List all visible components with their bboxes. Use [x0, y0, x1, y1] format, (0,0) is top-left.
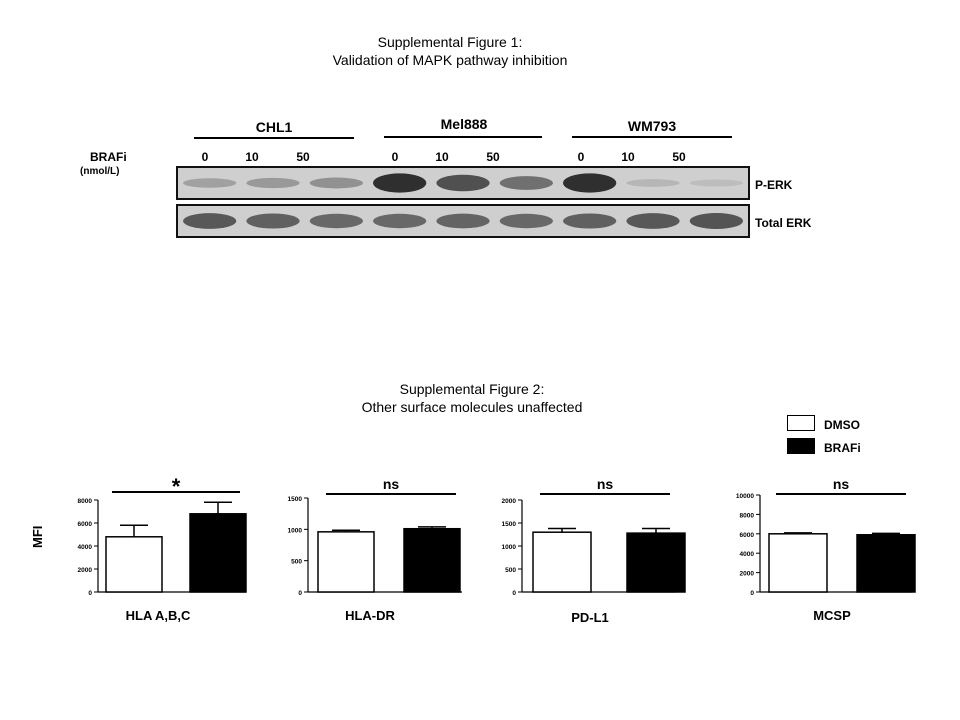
total-erk-band-2 — [309, 213, 363, 229]
chart-1-tick-label-1: 500 — [291, 559, 302, 566]
cell-line-rule-chl1 — [194, 137, 354, 139]
chart-2-tick-label-3: 1500 — [502, 521, 517, 528]
chart-1-tick-label-0: 0 — [298, 590, 302, 597]
p-erk-band-4 — [436, 174, 490, 192]
p-erk-band-1 — [246, 177, 300, 189]
chart-0-tick-label-0: 0 — [88, 590, 92, 597]
p-erk-band-5 — [499, 176, 553, 190]
chart-1-tick-label-2: 1000 — [288, 527, 303, 534]
total-erk-band-1 — [246, 213, 300, 229]
chart-3-bar-dmso — [768, 533, 828, 593]
p-erk-band-6 — [563, 173, 617, 193]
chart-2-tick-label-1: 500 — [505, 567, 516, 574]
dose-2-2: 50 — [672, 150, 686, 164]
total-erk-band-7 — [626, 213, 680, 229]
total-erk-band-3 — [373, 213, 427, 229]
p-erk-band-0 — [183, 178, 237, 188]
p-erk-band-8 — [689, 179, 743, 187]
chart-0-tick-label-4: 8000 — [78, 498, 93, 505]
chart-1-bar-brafi — [403, 527, 461, 593]
legend-label-brafi: BRAFi — [824, 441, 861, 455]
figure2-title-line1: Supplemental Figure 2: — [399, 381, 545, 397]
total-erk-band-6 — [563, 213, 617, 229]
chart-3-title: MCSP — [813, 608, 851, 623]
dose-2-1: 10 — [621, 150, 635, 164]
chart-3-tick-label-5: 10000 — [736, 493, 754, 500]
chart-0-bar-dmso — [105, 536, 163, 593]
blot-p-erk-bands — [183, 173, 743, 193]
legend-label-dmso: DMSO — [824, 418, 860, 432]
chart-1-sig-label: ns — [383, 476, 400, 492]
p-erk-band-2 — [309, 177, 363, 189]
cell-line-rule-mel888 — [384, 136, 542, 138]
chart-1-title: HLA-DR — [345, 608, 395, 623]
dose-label: BRAFi — [90, 150, 127, 164]
chart-3-tick-label-2: 4000 — [740, 551, 755, 558]
chart-3-bar-brafi — [856, 534, 916, 593]
dose-unit: (nmol/L) — [80, 166, 120, 177]
total-erk-band-8 — [689, 212, 743, 230]
dose-0-2: 50 — [296, 150, 310, 164]
dose-1-0: 0 — [391, 150, 399, 164]
bar-charts: 0 2000 4000 6000 8000 * HLA A,B,C 0 500 1000 1500 n… — [78, 474, 916, 625]
chart-3-tick-label-3: 6000 — [740, 532, 755, 539]
blot-row-label-p-erk: P-ERK — [755, 178, 793, 192]
chart-2-sig-label: ns — [597, 476, 614, 492]
cell-line-chl1: CHL1 — [255, 119, 293, 135]
figure1-title-line2: Validation of MAPK pathway inhibition — [332, 52, 568, 68]
chart-2-tick-label-0: 0 — [512, 590, 516, 597]
blot-row-label-total-erk: Total ERK — [755, 216, 812, 230]
legend-swatch-dmso — [787, 415, 815, 431]
dose-1-1: 10 — [435, 150, 449, 164]
dose-1-2: 50 — [486, 150, 500, 164]
figure1-title-line1: Supplemental Figure 1: — [377, 34, 523, 50]
chart-0-tick-label-1: 2000 — [78, 567, 93, 574]
p-erk-band-3 — [373, 173, 427, 193]
chart-3-tick-label-4: 8000 — [740, 512, 755, 519]
chart-1-bar-dmso — [317, 531, 375, 593]
chart-3-sig-label: ns — [833, 476, 850, 492]
blot-total-erk — [176, 204, 750, 238]
chart-3-tick-label-0: 0 — [750, 590, 754, 597]
chart-0: 0 2000 4000 6000 8000 * HLA A,B,C — [78, 474, 247, 623]
chart-2-tick-label-2: 1000 — [502, 544, 517, 551]
chart-0-tick-label-3: 6000 — [78, 521, 93, 528]
chart-3-tick-label-1: 2000 — [740, 571, 755, 578]
total-erk-band-4 — [436, 213, 490, 229]
blot-p-erk — [176, 166, 750, 200]
blot-total-erk-bands — [183, 212, 743, 230]
dose-0-0: 0 — [201, 150, 209, 164]
figure2-title-line2: Other surface molecules unaffected — [361, 399, 583, 415]
chart-0-sig-label: * — [172, 474, 181, 499]
chart-1-tick-label-3: 1500 — [288, 496, 303, 503]
total-erk-band-5 — [499, 213, 553, 229]
total-erk-band-0 — [183, 213, 237, 229]
chart-2-tick-label-4: 2000 — [502, 498, 517, 505]
dose-0-1: 10 — [245, 150, 259, 164]
cell-line-mel888: Mel888 — [440, 116, 488, 132]
chart-0-bar-brafi — [189, 513, 247, 593]
figure2-title: Supplemental Figure 2: Other surface mol… — [222, 380, 722, 416]
legend-swatch-brafi — [787, 438, 815, 454]
chart-2-bar-brafi — [626, 532, 686, 593]
chart-2-bar-dmso — [532, 531, 592, 593]
cell-line-wm793: WM793 — [627, 118, 677, 134]
cell-line-rule-wm793 — [572, 136, 732, 138]
dose-2-0: 0 — [577, 150, 585, 164]
chart-0-tick-label-2: 4000 — [78, 544, 93, 551]
chart-0-title: HLA A,B,C — [126, 608, 191, 623]
p-erk-band-7 — [626, 179, 680, 187]
figure1-title: Supplemental Figure 1: Validation of MAP… — [200, 33, 700, 69]
chart-2-title: PD-L1 — [571, 610, 609, 625]
